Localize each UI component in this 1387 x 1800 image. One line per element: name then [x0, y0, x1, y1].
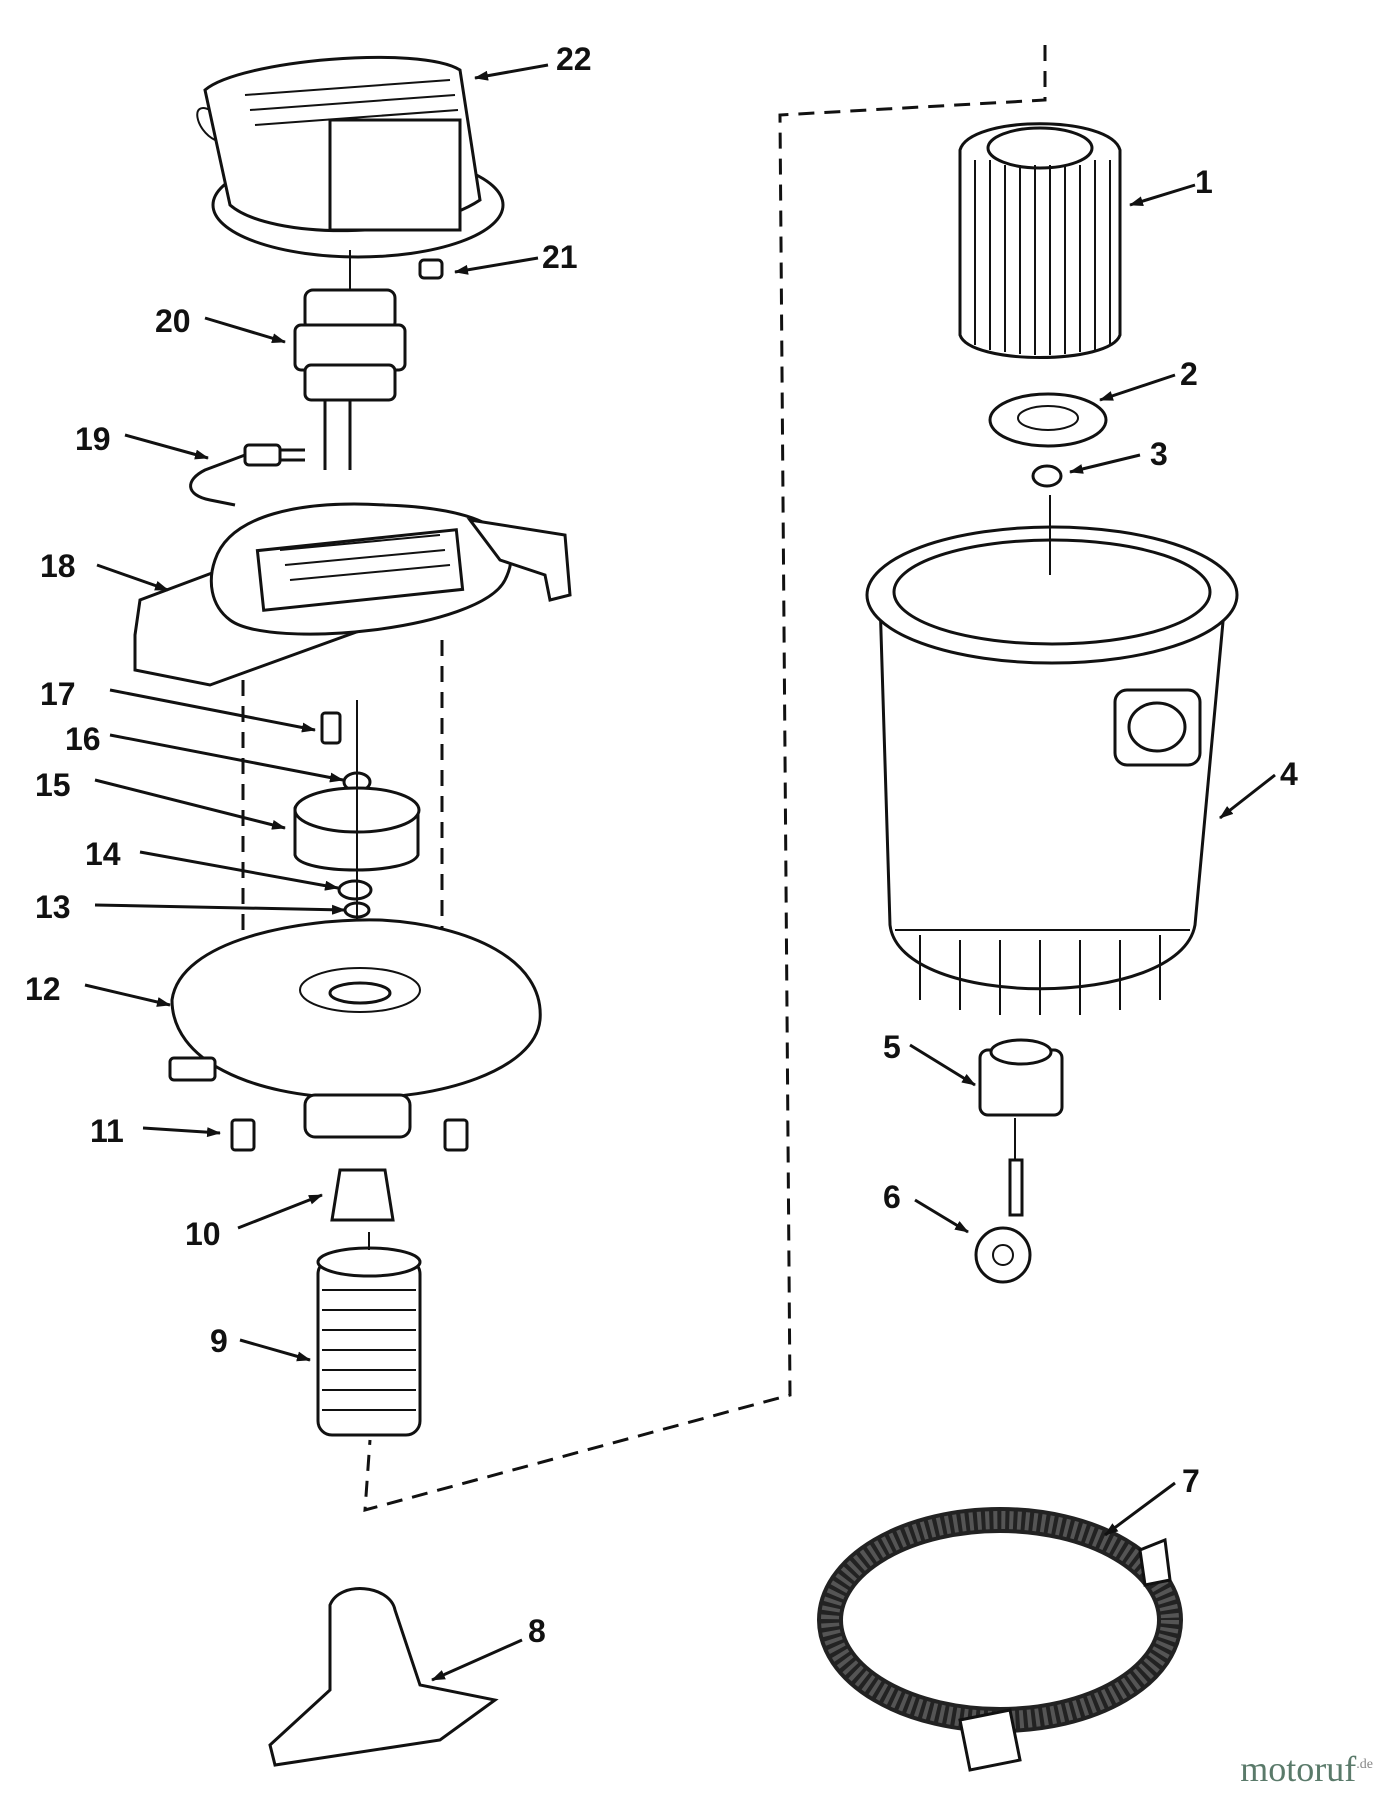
- watermark-brand: motoruf: [1240, 1749, 1357, 1789]
- float-part-10: [330, 1168, 395, 1222]
- label-part-6: 6: [883, 1179, 901, 1215]
- label-part-21: 21: [542, 239, 578, 275]
- screw-part-11: [230, 1118, 469, 1152]
- label-part-16: 16: [65, 721, 101, 757]
- cartridge-filter-part-1: [958, 122, 1122, 359]
- label-part-8: 8: [528, 1613, 546, 1649]
- label-part-18: 18: [40, 548, 76, 584]
- label-part-10: 10: [185, 1216, 221, 1252]
- caster-socket-part-5: [978, 1038, 1064, 1160]
- hose-part-7: [817, 1507, 1183, 1772]
- filter-retainer-part-2: [988, 392, 1108, 448]
- label-part-13: 13: [35, 889, 71, 925]
- label-part-15: 15: [35, 767, 71, 803]
- filter-cage-part-9: [316, 1232, 422, 1437]
- label-part-17: 17: [40, 676, 76, 712]
- motor-cover-part-22: [196, 55, 505, 259]
- label-part-2: 2: [1180, 356, 1198, 392]
- clip-part-21: [418, 258, 444, 280]
- label-part-19: 19: [75, 421, 111, 457]
- watermark-suffix: .de: [1356, 1757, 1373, 1772]
- motor-plate-part-12: [168, 918, 542, 1139]
- motor-head-housing-part-18: [133, 502, 572, 687]
- caster-wheel-part-6: [974, 1158, 1032, 1284]
- collection-drum-part-4: [865, 495, 1239, 1015]
- label-part-22: 22: [556, 41, 592, 77]
- label-part-3: 3: [1150, 436, 1168, 472]
- watermark: motoruf.de: [1240, 1748, 1373, 1790]
- washer-part-14: [337, 879, 373, 901]
- screw-part-17: [320, 711, 342, 745]
- impeller-part-15: [293, 786, 421, 872]
- label-part-12: 12: [25, 971, 61, 1007]
- label-part-20: 20: [155, 303, 191, 339]
- label-part-11: 11: [90, 1113, 124, 1149]
- label-part-5: 5: [883, 1029, 901, 1065]
- label-part-7: 7: [1182, 1463, 1200, 1499]
- power-cord-part-19: [189, 443, 305, 507]
- filter-nut-part-3: [1031, 464, 1063, 488]
- label-part-1: 1: [1195, 164, 1213, 200]
- label-part-14: 14: [85, 836, 121, 872]
- label-part-9: 9: [210, 1323, 228, 1359]
- motor-part-20: [293, 250, 407, 470]
- label-part-4: 4: [1280, 756, 1298, 792]
- leader-arrows: [84, 63, 1276, 1682]
- floor-nozzle-part-8: [268, 1587, 499, 1767]
